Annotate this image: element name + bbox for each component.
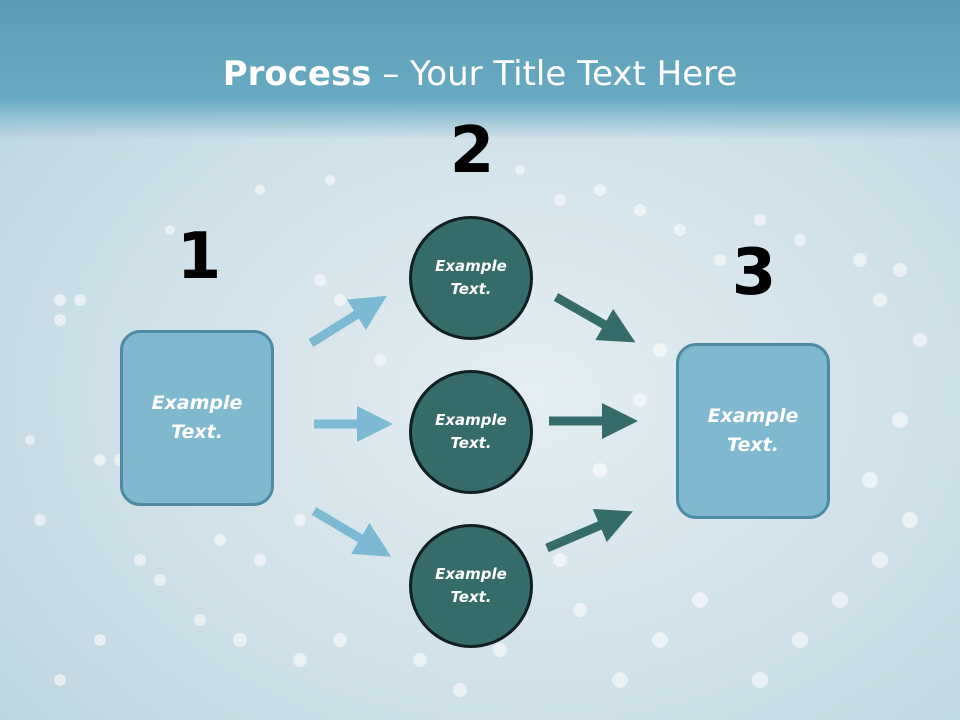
step-1-text-line1: Example — [151, 392, 243, 414]
step-number-3: 3 — [731, 236, 777, 310]
arrow-node-1-to-3 — [553, 293, 636, 343]
node-2-text-line2: Text. — [450, 434, 492, 452]
step-number-1: 1 — [176, 220, 222, 294]
arrow-1-to-node-1 — [308, 295, 387, 347]
step-number-2: 2 — [449, 114, 495, 188]
step-3-text-line1: Example — [707, 405, 799, 427]
arrow-node-3-to-3 — [545, 508, 633, 553]
node-2-text-line1: Example — [435, 411, 507, 429]
node-1-text-line1: Example — [435, 257, 507, 275]
title-bold: Process — [222, 54, 372, 94]
header-band — [0, 0, 960, 140]
step-3-text-line2: Text. — [727, 434, 779, 456]
node-1-text-line2: Text. — [450, 280, 492, 298]
node-3-text-line1: Example — [435, 565, 507, 583]
node-3-text-line2: Text. — [450, 588, 492, 606]
title-rest: – Your Title Text Here — [371, 54, 738, 94]
page-title: Process – Your Title Text Here — [0, 52, 960, 96]
arrow-1-to-node-3 — [311, 507, 392, 557]
step-1-text-line2: Text. — [171, 421, 223, 443]
